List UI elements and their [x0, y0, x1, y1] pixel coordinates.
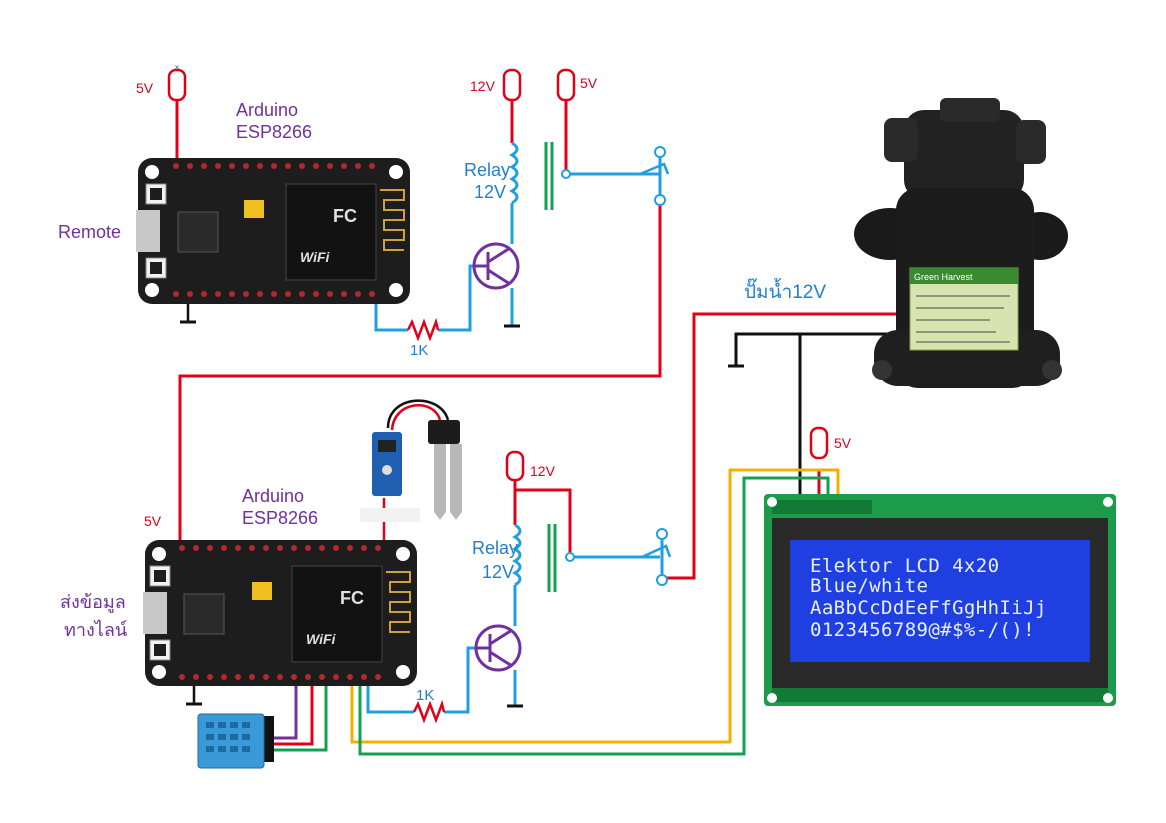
- esp8266-board-bottom: FC WiFi: [143, 540, 417, 686]
- top-board-header-bottom: [173, 291, 375, 297]
- sda-wire: [350, 468, 840, 744]
- top-board-esp-module: [285, 183, 377, 281]
- top-board-name-line2: ESP8266: [236, 122, 312, 142]
- relay-top: [509, 141, 571, 210]
- top-board-antenna: [380, 189, 405, 251]
- water-pump: Green Harvest: [854, 98, 1068, 388]
- bottom-board-fc-mark: FC: [340, 588, 364, 608]
- lcd-line-1: Elektor LCD 4x20: [810, 555, 999, 577]
- probe-top-relay-5v: [556, 68, 576, 102]
- probe-top-board-5v-x: ×: [175, 63, 180, 72]
- supply-probes: ×: [167, 63, 829, 482]
- bottom-board-wifi-mark: WiFi: [306, 631, 337, 647]
- label-top-board-5v: 5V: [136, 80, 154, 96]
- top-board-name-line1: Arduino: [236, 100, 298, 120]
- probe-top-relay-12v: [502, 68, 522, 102]
- lcd-screen: [790, 540, 1090, 662]
- top-board-usb-chip: [177, 211, 219, 253]
- bottom-board-esp-module: [291, 565, 383, 663]
- lcd-line-2: Blue/white: [810, 575, 928, 597]
- pump-ground-wire: [734, 332, 905, 366]
- bottom-board-antenna: [386, 571, 411, 633]
- top-board-wifi-mark: WiFi: [300, 249, 331, 265]
- bottom-board-capacitor: [252, 582, 272, 600]
- dht-red-wire: [270, 676, 314, 746]
- top-board-usb-port: [136, 210, 160, 252]
- lcd-module: [764, 494, 1116, 706]
- scl-wire: [358, 476, 830, 756]
- top-switch-to-bottom-5v: [178, 200, 662, 545]
- top-board-fc-mark: FC: [333, 206, 357, 226]
- relay-bottom-label-line1: Relay: [472, 538, 518, 558]
- relay-top-label-line2: 12V: [474, 182, 506, 202]
- soil-moisture-sensor: [360, 399, 462, 522]
- bottom-relay-12v-wire: [513, 478, 572, 557]
- soil-sensor-prong-right: [450, 444, 462, 520]
- resistor-bottom-label: 1K: [416, 687, 434, 704]
- top-board-side-label: Remote: [58, 222, 121, 242]
- bottom-switch-to-pump: [662, 312, 905, 580]
- dht-purple-wire: [270, 676, 298, 740]
- pump-label: ปั๊มน้ำ12V: [744, 278, 826, 303]
- switch-bottom: [641, 528, 672, 586]
- water-pump-brand: Green Harvest: [914, 272, 973, 282]
- relay-top-label-line1: Relay: [464, 160, 510, 180]
- bottom-board-side-label-line2: ทางไลน์: [64, 619, 127, 640]
- relay-bottom: [512, 523, 575, 592]
- top-signal-wire: [374, 292, 408, 332]
- label-top-relay-12v: 12V: [470, 78, 496, 94]
- esp8266-board-top: FC WiFi: [136, 158, 410, 304]
- lcd-line-4: 0123456789@#$%-/()!: [810, 619, 1035, 641]
- dht11-sensor: [197, 713, 274, 769]
- top-board-capacitor: [244, 200, 264, 218]
- relay-bottom-coil: [512, 523, 522, 587]
- soil-sensor-probe-head: [428, 420, 460, 444]
- bottom-signal-wire: [366, 676, 414, 714]
- bottom-board-name-line1: Arduino: [242, 486, 304, 506]
- label-lcd-5v: 5V: [834, 435, 852, 451]
- soil-sensor-prong-left: [434, 444, 446, 520]
- transistor-bottom: [474, 624, 522, 672]
- label-top-relay-5v: 5V: [580, 75, 598, 91]
- resistor-bottom: [412, 699, 446, 724]
- bottom-board-usb-chip: [183, 593, 225, 635]
- resistor-top-label: 1K: [410, 342, 428, 359]
- top-board-header-top: [173, 163, 375, 169]
- label-bottom-relay-12v: 12V: [530, 463, 556, 479]
- relay-top-coil: [509, 141, 519, 205]
- resistor-top: [406, 317, 440, 342]
- transistor-top: [472, 242, 520, 290]
- bottom-board-header-top: [179, 545, 381, 551]
- probe-lcd-5v: [809, 426, 829, 460]
- relay-bottom-label-line2: 12V: [482, 562, 514, 582]
- bottom-board-side-label-line1: ส่งข้อมูล: [60, 592, 126, 613]
- probe-top-board-5v: ×: [167, 63, 187, 102]
- label-bottom-board-5v: 5V: [144, 513, 162, 529]
- probe-bottom-relay-12v: [505, 450, 525, 482]
- bottom-board-header-bottom: [179, 674, 381, 680]
- bottom-board-name-line2: ESP8266: [242, 508, 318, 528]
- lcd-line-3: AaBbCcDdEeFfGgHhIiJj: [810, 597, 1047, 619]
- switch-top: [639, 146, 670, 206]
- bottom-board-usb-port: [143, 592, 167, 634]
- dht-green-wire: [270, 676, 328, 752]
